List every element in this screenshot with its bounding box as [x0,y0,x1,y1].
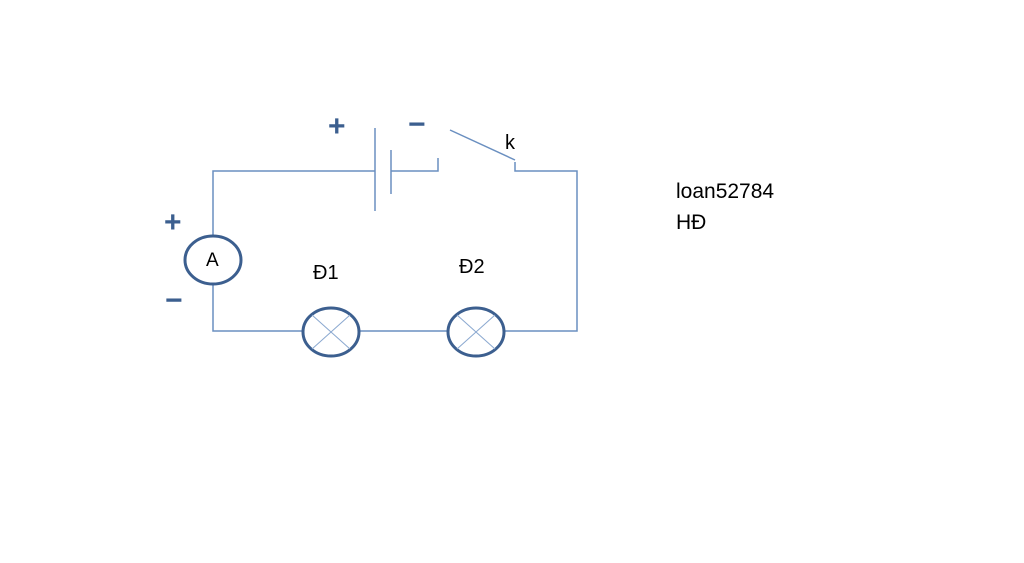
lamp-d1 [301,306,361,358]
wire-battery-switch [391,158,439,172]
wire-right [505,162,578,332]
ammeter-plus-sign: + [164,206,182,239]
note-line2: HĐ [676,211,707,234]
switch-label: k [505,132,515,154]
note-line1: loan52784 [676,180,775,203]
wire-top-left [212,170,375,236]
lamp-d2 [446,306,506,358]
lamp2-label: Đ2 [459,256,485,278]
ammeter-label: A [206,250,219,271]
wire-left-bottom [212,285,302,332]
ammeter [183,234,243,286]
ammeter-minus-sign: − [165,284,183,317]
battery-minus-sign: − [408,108,426,141]
lamp1-label: Đ1 [313,262,339,284]
switch-blade [449,129,516,161]
battery-plus-sign: + [328,110,346,143]
